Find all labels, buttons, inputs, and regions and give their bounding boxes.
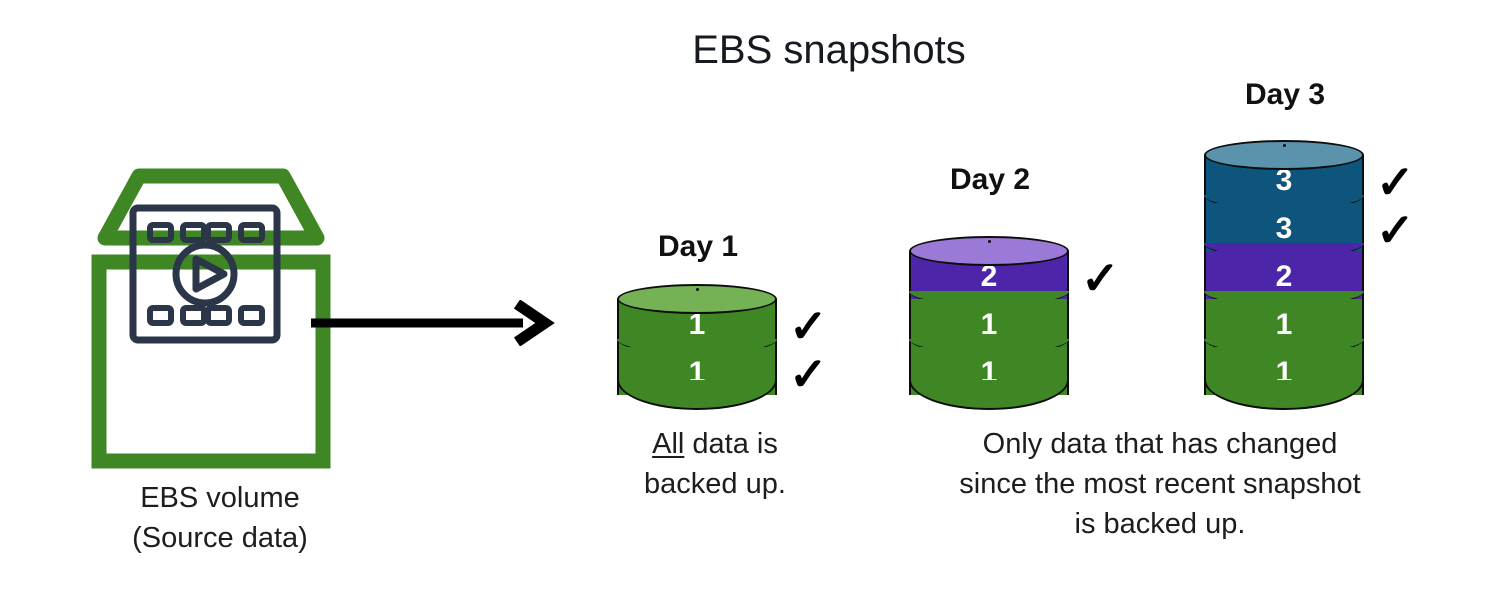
day2-label: Day 2 bbox=[949, 163, 1031, 196]
day3-segment-1-value: 3 bbox=[1275, 164, 1293, 197]
day3-checkmark-1: ✓ bbox=[1376, 156, 1415, 208]
ebs-volume-graphic bbox=[85, 168, 335, 478]
day1-caption-rest: data is bbox=[684, 428, 778, 460]
day1-checkmark-1: ✓ bbox=[789, 300, 828, 352]
day3-segment-4: 1 bbox=[1204, 299, 1364, 355]
day3-segment-2-value: 3 bbox=[1275, 212, 1293, 245]
cap-center-dot bbox=[1282, 144, 1286, 147]
page-title-text: EBS snapshots bbox=[692, 28, 966, 72]
ebs-volume-caption: EBS volume (Source data) bbox=[30, 478, 410, 558]
day2-segment-2: 1 bbox=[909, 299, 1069, 355]
media-film-icon bbox=[129, 204, 281, 344]
day1-label: Day 1 bbox=[657, 230, 739, 263]
cap-center-dot bbox=[987, 240, 991, 243]
page-title: EBS snapshots bbox=[0, 28, 1508, 73]
stack-bottom bbox=[909, 380, 1069, 410]
day2-segment-2-value: 1 bbox=[980, 308, 998, 341]
day23-caption-line2: since the most recent snapshot bbox=[959, 468, 1361, 500]
cap-center-dot bbox=[695, 288, 699, 291]
day3-top-cap bbox=[1204, 140, 1364, 170]
day3-segment-3-value: 2 bbox=[1275, 260, 1293, 293]
volume-body-icon bbox=[91, 254, 331, 469]
stack-bottom bbox=[1204, 380, 1364, 410]
right-arrow-icon bbox=[311, 300, 555, 346]
day1-checkmark-2: ✓ bbox=[789, 348, 828, 400]
day2-checkmark-1: ✓ bbox=[1081, 252, 1120, 304]
day2-segment-1-value: 2 bbox=[980, 260, 998, 293]
day2-top-cap bbox=[909, 236, 1069, 266]
day3-checkmark-2: ✓ bbox=[1376, 204, 1415, 256]
day3-label: Day 3 bbox=[1244, 78, 1326, 111]
day1-caption-line1: All data is bbox=[570, 424, 860, 464]
day1-caption: All data is backed up. bbox=[570, 424, 860, 504]
ebs-volume-caption-line1: EBS volume bbox=[140, 482, 300, 514]
day1-caption-line2: backed up. bbox=[644, 468, 786, 500]
day1-caption-emphasis: All bbox=[652, 428, 685, 460]
day23-caption-line3: is backed up. bbox=[1074, 508, 1246, 540]
stack-bottom bbox=[617, 380, 777, 410]
day23-caption-line1: Only data that has changed bbox=[982, 428, 1338, 460]
day23-caption: Only data that has changed since the mos… bbox=[860, 424, 1460, 544]
day1-segment-1-value: 1 bbox=[688, 308, 706, 341]
day3-segment-3: 2 bbox=[1204, 251, 1364, 307]
day3-segment-2: 3 bbox=[1204, 203, 1364, 259]
day3-segment-4-value: 1 bbox=[1275, 308, 1293, 341]
ebs-volume-caption-line2: (Source data) bbox=[132, 522, 308, 554]
day1-top-cap bbox=[617, 284, 777, 314]
